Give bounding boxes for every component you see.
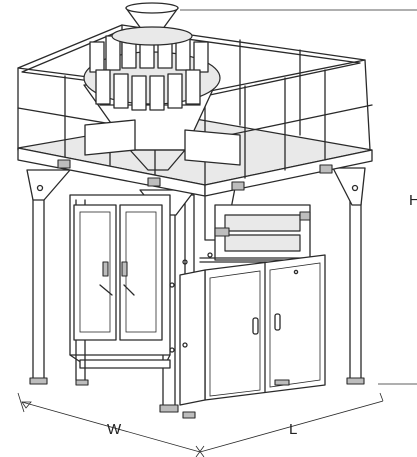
forming-mechanism — [199, 204, 321, 263]
multihead-weigher — [83, 2, 221, 171]
cabinet-handle-right — [274, 313, 281, 331]
bagger-doors — [73, 204, 163, 341]
frame-bolts — [169, 252, 213, 353]
platform-control-boxes — [84, 119, 241, 166]
length-dimension-label: L — [289, 421, 297, 438]
width-dimension-label: W — [107, 421, 122, 438]
weigher-buckets — [89, 29, 209, 111]
cabinet-handle-left — [252, 317, 259, 335]
dimension-lines — [17, 9, 417, 457]
electrical-cabinet — [179, 254, 326, 406]
height-dimension-label: H — [409, 192, 417, 209]
